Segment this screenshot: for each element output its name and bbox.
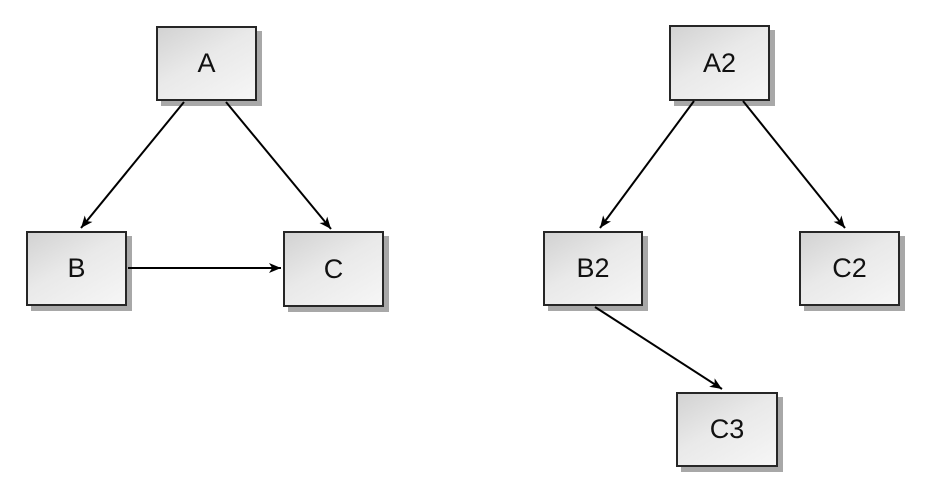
node-c: C <box>283 231 384 307</box>
node-b-label: B <box>67 253 86 283</box>
node-a2-label: A2 <box>702 47 737 78</box>
edge-A2-C2 <box>742 100 846 229</box>
edge-A2-B2 <box>599 100 695 229</box>
node-a-label: A <box>197 48 216 78</box>
node-b2-label: B2 <box>576 253 610 283</box>
edge-A-C <box>225 101 332 230</box>
node-b: B <box>26 231 127 306</box>
node-c2: C2 <box>799 231 900 306</box>
node-c2-label: C2 <box>832 253 867 283</box>
edge-A-B <box>80 101 185 229</box>
node-a2: A2 <box>669 25 770 101</box>
node-c3-label: C3 <box>709 414 745 444</box>
node-c3: C3 <box>676 392 778 467</box>
node-c-label: C <box>323 253 344 284</box>
node-a: A <box>156 26 257 101</box>
node-b2: B2 <box>543 231 643 306</box>
edge-B2-C3 <box>594 306 723 390</box>
